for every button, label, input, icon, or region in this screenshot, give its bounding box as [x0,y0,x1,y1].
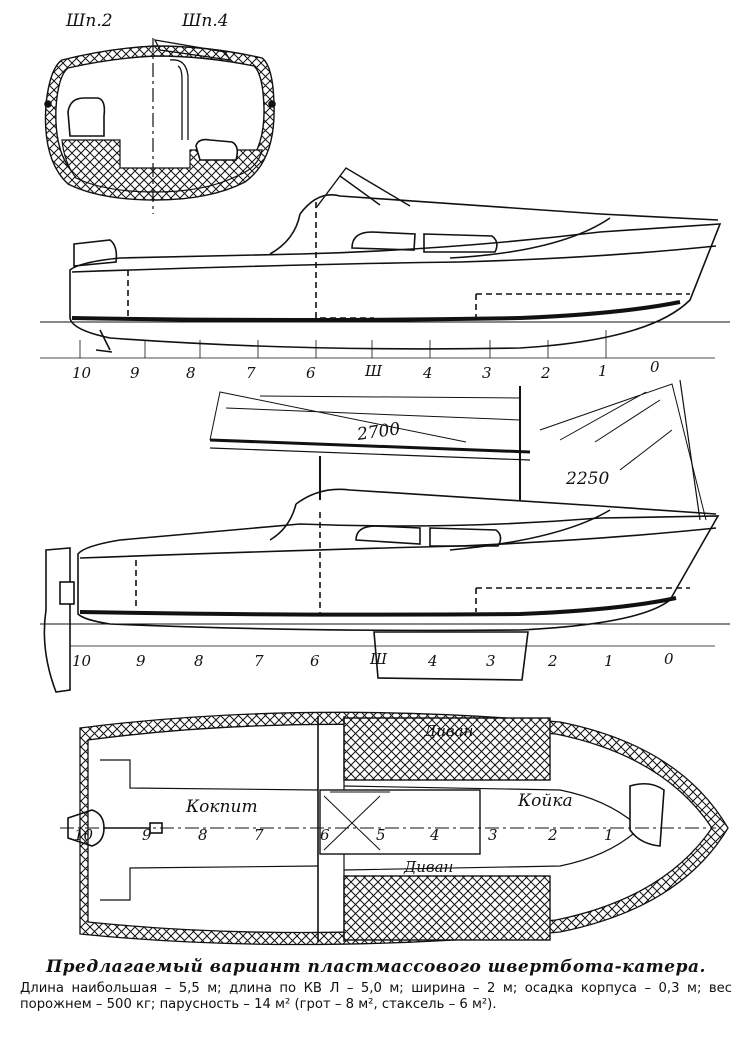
station-label: 0 [664,650,674,668]
station-label: 10 [72,652,92,670]
station-label: Ш [369,650,388,668]
plan-view [60,711,729,946]
boom-outline [209,447,531,461]
bottom-stripe-sail [79,596,677,617]
station-labels-plan: 10 9 8 7 6 5 4 3 2 1 [74,826,614,844]
station-label: 9 [142,826,152,844]
station-label: 2 [540,364,551,382]
station-label: 4 [429,826,440,844]
section-seat-left [67,97,106,137]
station-label: 2 [547,826,558,844]
section-label-right: Шп.4 [181,11,229,31]
station-label: 1 [604,652,614,670]
cabin-motor [269,194,719,259]
forestay [679,379,701,521]
station-label: 7 [254,652,264,670]
section-cabin-roof [153,39,232,61]
bottom-stripe-motor [71,300,681,322]
station-label: 0 [650,358,660,376]
caption-title: Предлагаемый вариант пластмассового швер… [46,957,706,977]
section-rail-left [44,100,52,108]
station-label: 5 [376,826,386,844]
table [319,789,481,855]
windows-motor [351,231,498,253]
caption-body: Длина наибольшая – 5,5 м; длина по КВ Л … [20,981,732,1012]
sheer-line-motor [71,245,717,273]
outboard-motor [73,239,118,353]
rudder [43,547,71,693]
station-label: 3 [482,364,492,382]
station-label: 3 [486,652,496,670]
centreboard [373,631,529,681]
station-label: 7 [246,364,256,382]
station-label: 6 [306,364,316,382]
section-label-left: Шп.2 [65,11,113,31]
station-labels-top: 10 9 8 7 6 Ш 4 3 2 1 0 [72,358,660,382]
station-label: 6 [320,826,330,844]
dimension-foot: 2250 [565,469,609,489]
windshield-motor [315,167,411,209]
mainsail [209,391,521,443]
cockpit-outline [100,759,319,901]
station-label: 10 [72,364,92,382]
boom [209,438,531,454]
cross-section-view [44,38,276,214]
figure-caption: Предлагаемый вариант пластмассового швер… [20,957,732,1013]
plan-label-sofa-top: Диван [423,722,473,740]
rudder-head [59,581,75,605]
section-cabin-side [169,59,189,140]
section-rail-right [268,100,276,108]
station-ticks-top [79,330,607,358]
dimension-boom: 2700 [355,419,402,445]
plan-label-berth: Койка [517,791,573,811]
station-label: 4 [427,652,438,670]
station-label: 10 [74,826,94,844]
station-label: 1 [604,826,614,844]
station-label: 8 [194,652,204,670]
station-label: 9 [130,364,140,382]
section-seat-right [195,138,239,161]
cabin-sail [269,488,717,551]
anchor-well [629,782,665,847]
station-label: 7 [254,826,264,844]
internal-dashed-sail [135,512,690,614]
hull-motor [69,223,722,350]
table-hatch [323,791,390,851]
station-label: 6 [310,652,320,670]
station-label: 4 [422,364,433,382]
station-label: 1 [598,362,608,380]
plan-label-cockpit: Кокпит [185,797,258,817]
jib [539,383,707,521]
hull-sail [77,515,720,632]
station-label: 2 [547,652,558,670]
plan-label-sofa-bottom: Диван [403,858,453,876]
side-view-sail [40,379,730,693]
station-labels-mid: 10 9 8 7 6 Ш 4 3 2 1 0 [72,650,674,670]
windows-sail [355,525,502,547]
station-label: Ш [364,362,383,380]
sofa-top [343,717,551,781]
station-label: 8 [198,826,208,844]
station-label: 9 [136,652,146,670]
sofa-bottom [343,875,551,941]
internal-dashed-motor [127,200,690,319]
station-label: 8 [186,364,196,382]
side-view-motor [40,167,730,359]
station-label: 3 [488,826,498,844]
